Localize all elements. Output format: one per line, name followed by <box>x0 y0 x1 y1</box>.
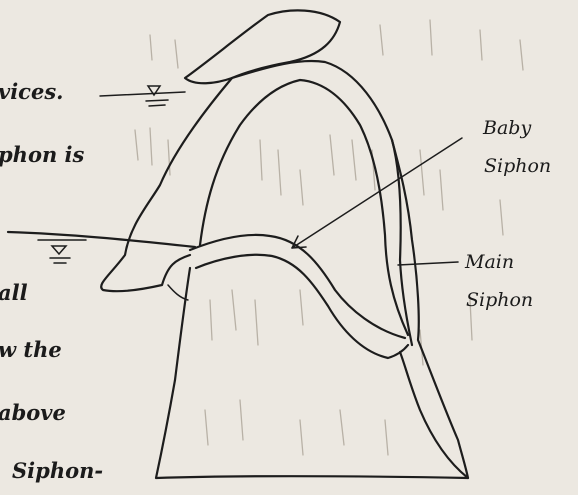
margin-text-line-6: Siphon- <box>12 458 103 483</box>
main-siphon-label-line-1: Main <box>464 251 514 273</box>
water-level-symbol-left <box>38 240 86 263</box>
margin-text-line-5: above <box>0 400 66 425</box>
margin-text-line-1: vices. <box>0 79 63 104</box>
upper-reservoir-outline <box>185 10 340 83</box>
downstream-face <box>392 140 468 478</box>
margin-text-line-2: phon is <box>0 142 85 167</box>
water-level-symbol-top <box>100 86 185 106</box>
baby-siphon-label-line-2: Siphon <box>484 155 551 177</box>
margin-text-line-3: all <box>0 280 28 305</box>
water-surface-line <box>8 232 195 247</box>
baby-siphon-upper-wall <box>190 235 405 338</box>
margin-text-line-4: w the <box>0 337 62 362</box>
main-siphon-label-line-2: Siphon <box>466 289 533 311</box>
dam-body-outline <box>156 268 468 478</box>
main-siphon-pointer <box>398 262 458 265</box>
baby-siphon-label-line-1: Baby <box>482 117 531 139</box>
baby-siphon-pointer <box>292 138 462 248</box>
bleed-through-marks <box>135 20 523 455</box>
main-siphon-inner-wall <box>200 80 408 335</box>
